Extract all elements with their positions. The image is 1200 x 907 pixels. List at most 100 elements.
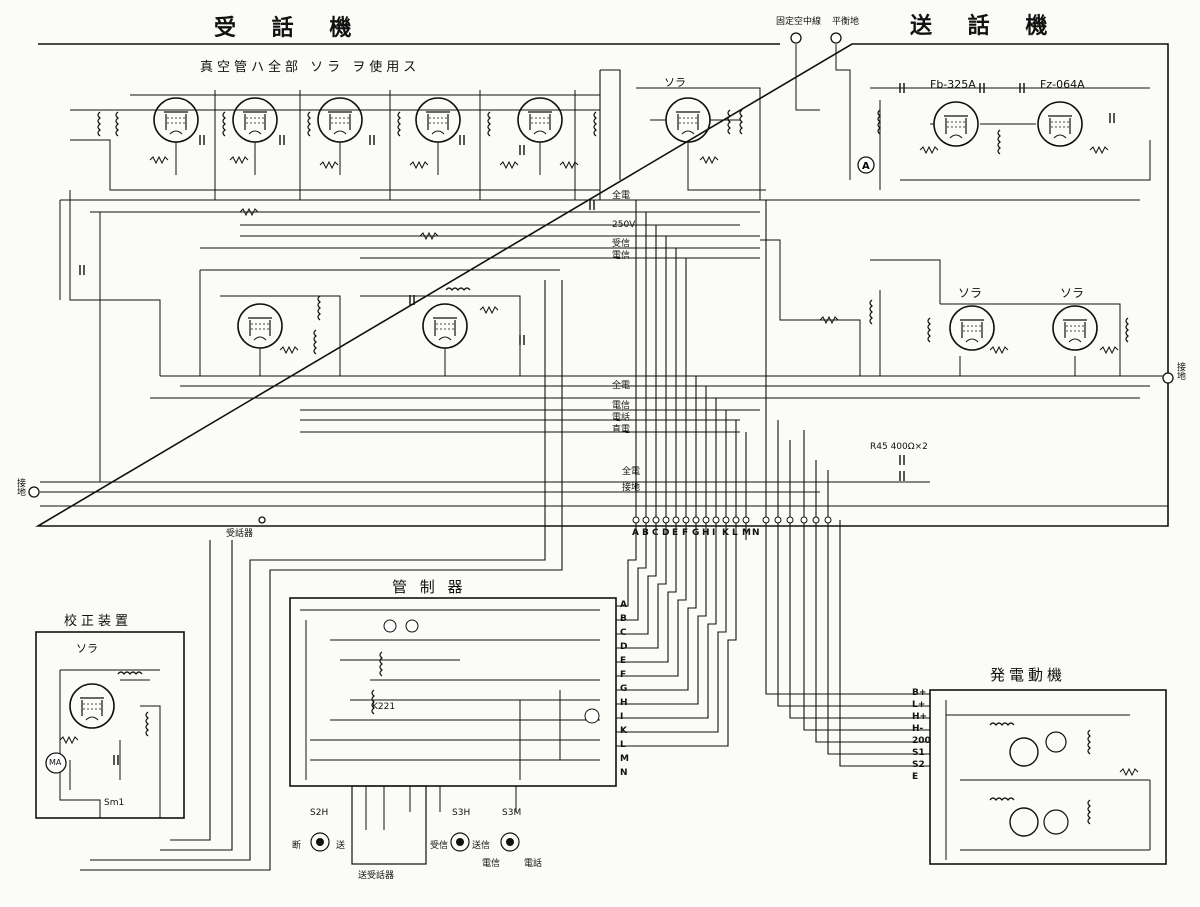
- pin-label: F: [682, 528, 689, 538]
- switch-s2h-right: 送: [336, 841, 346, 851]
- bus-label: 全電: [612, 381, 631, 391]
- tube-label-fb: Fb-325A: [930, 78, 976, 91]
- wire-bundle: [635, 200, 829, 540]
- calibrator-wiring: [59, 669, 161, 818]
- bus-label: 接地: [622, 483, 641, 493]
- pin-label: H+: [912, 712, 928, 722]
- pin-label: F: [620, 670, 627, 680]
- main-chassis-outline: [35, 43, 1169, 865]
- pin-label: N: [620, 768, 628, 778]
- audio-box-label: 送受話器: [358, 871, 395, 881]
- antenna-ammeter: A: [857, 156, 875, 174]
- antenna-ammeter-label: A: [862, 161, 870, 172]
- bus-label: 全電: [622, 467, 641, 477]
- pin-label: L: [732, 528, 738, 538]
- switch-knobs: [316, 838, 514, 846]
- pin-label: 200: [912, 736, 931, 746]
- switch-s3h-left: 受信: [430, 841, 449, 851]
- pin-label: C: [620, 628, 627, 638]
- pin-label: L: [620, 740, 626, 750]
- pin-label: S2: [912, 760, 925, 770]
- bus-lines: [40, 69, 1168, 507]
- tube-label-sora-tx1: ソラ: [958, 286, 983, 300]
- pin-label: N: [752, 528, 760, 538]
- headphone-label: 受話器: [226, 529, 254, 539]
- pin-label: B+: [912, 688, 927, 698]
- bus-label: 直電: [612, 425, 631, 435]
- resistor-note: R45 400Ω×2: [870, 442, 928, 452]
- pin-label: S1: [912, 748, 925, 758]
- receiver-ground-label: 接地: [15, 478, 25, 496]
- switch-s3m-label: S3M: [502, 808, 522, 818]
- dynamotor-components: [989, 722, 1139, 837]
- transmitter-resistors: [699, 146, 1119, 354]
- receiver-capacitors: [79, 134, 595, 346]
- switch-panel: [310, 785, 520, 865]
- pin-label: K: [722, 528, 729, 538]
- receiver-coils: [97, 111, 597, 355]
- pin-label: A: [620, 600, 627, 610]
- transmitter-tubes: [69, 97, 1098, 729]
- pin-label: E: [912, 772, 919, 782]
- pin-label: L+: [912, 700, 926, 710]
- pin-label: H: [620, 698, 628, 708]
- pin-label: B: [642, 528, 649, 538]
- pin-label: G: [620, 684, 628, 694]
- bus-label: 電話: [612, 413, 631, 423]
- bus-label: 250V: [612, 220, 636, 230]
- switch-s3h-label: S3H: [452, 808, 471, 818]
- relay-k221-label: K221: [372, 702, 396, 712]
- dynamotor-wiring: [945, 700, 1151, 860]
- pin-label: M: [620, 754, 629, 764]
- main-connector: [632, 516, 832, 524]
- switch-s3m-left: 電信: [482, 859, 501, 869]
- receiver-resistors: [149, 156, 579, 354]
- inter-unit-cables: [80, 280, 930, 871]
- pin-label: E: [620, 656, 627, 666]
- switch-s3m-right: 電話: [524, 859, 543, 869]
- switch-s2h-label: S2H: [310, 808, 329, 818]
- bus-label: 全電: [612, 191, 631, 201]
- control-box-title: 管 制 器: [392, 578, 467, 596]
- pin-label: K: [620, 726, 627, 736]
- bus-label: 電信: [612, 401, 631, 411]
- bus-label: 受信: [612, 239, 631, 249]
- pin-label: D: [620, 642, 628, 652]
- pin-label: C: [652, 528, 659, 538]
- pin-label: M: [742, 528, 751, 538]
- tube-label-sora-cal: ソラ: [76, 642, 98, 655]
- control-box-relays: [371, 619, 600, 724]
- pin-label: H: [702, 528, 710, 538]
- fixed-antenna-label: 固定空中線: [776, 17, 822, 27]
- receiver-wiring: [59, 90, 600, 482]
- tube-label-sora-tx2: ソラ: [1060, 286, 1085, 300]
- pin-label: H-: [912, 724, 924, 734]
- pin-label: D: [662, 528, 670, 538]
- ground-right-label: 接地: [1175, 362, 1185, 380]
- transmitter-wiring: [636, 44, 1168, 377]
- switch-s2h-left: 断: [292, 841, 302, 851]
- pin-label: I: [620, 712, 624, 722]
- pin-label: E: [672, 528, 679, 538]
- pin-label: G: [692, 528, 700, 538]
- pin-label: B: [620, 614, 627, 624]
- transmitter-capacitors: [899, 82, 1115, 482]
- pin-label: I: [712, 528, 716, 538]
- tube-label-sora-rx: ソラ: [664, 76, 686, 89]
- tube-note: 真空管ハ全部 ソラ ヲ使用ス: [200, 60, 421, 75]
- switch-sm1-label: Sm1: [104, 798, 125, 808]
- pin-label: A: [632, 528, 639, 538]
- ma-meter-label: MA: [49, 758, 62, 767]
- calibrator-title: 校正装置: [64, 614, 133, 629]
- switch-s3h-right: 送信: [472, 841, 491, 851]
- antenna-terminals: [28, 32, 1174, 524]
- dynamotor-title: 発電動機: [990, 666, 1067, 684]
- control-box-wiring: [300, 609, 600, 830]
- tube-label-fz: Fz-064A: [1040, 78, 1085, 91]
- transmitter-title: 送 話 機: [910, 13, 1062, 39]
- receiver-title: 受 話 機: [214, 15, 366, 41]
- counterpoise-label: 平衡地: [832, 17, 860, 27]
- bus-label: 電信: [612, 251, 631, 261]
- calibrator-components: [45, 671, 149, 774]
